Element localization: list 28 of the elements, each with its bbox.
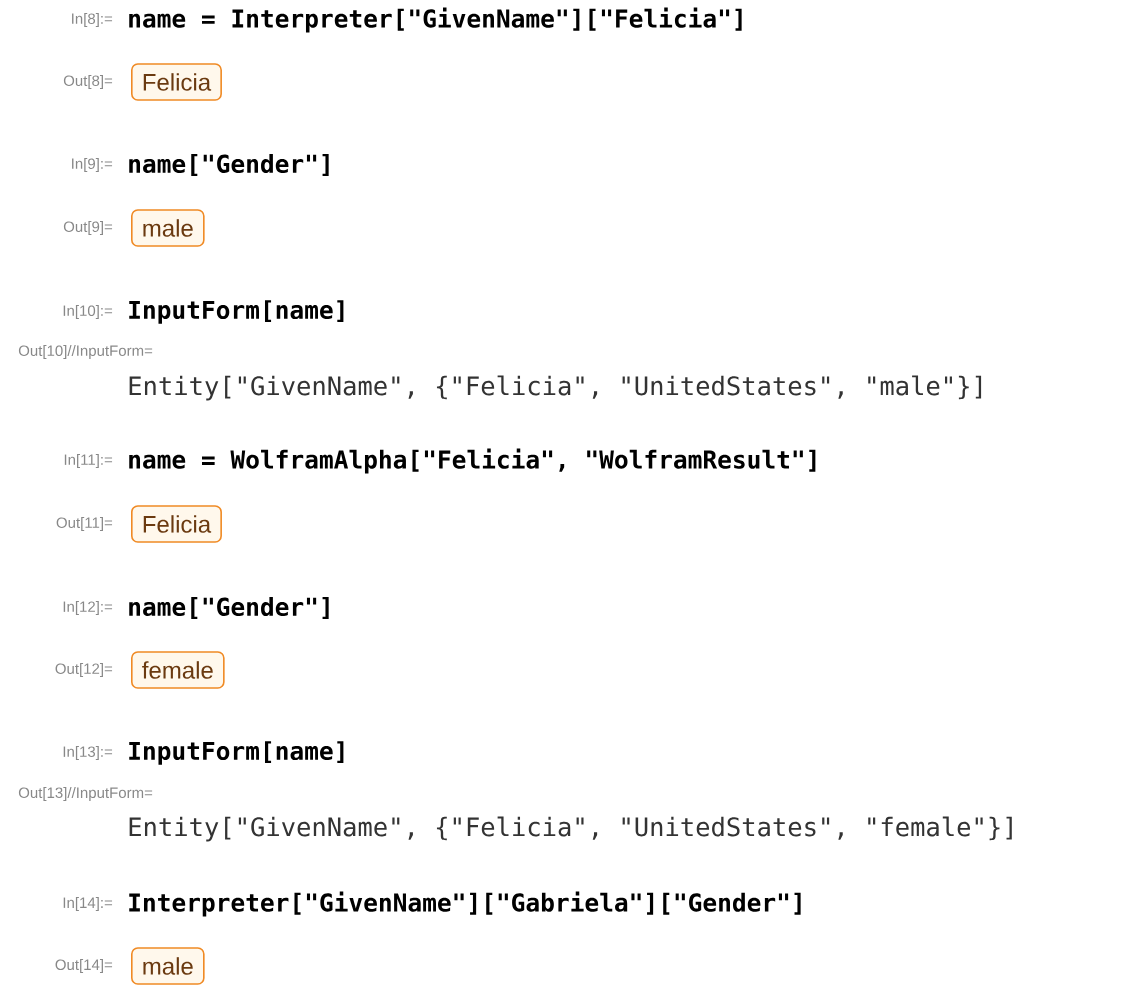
cell-label: In[14]:= xyxy=(63,897,113,911)
cell-label: In[11]:= xyxy=(64,454,113,468)
cell-label: Out[14]= xyxy=(55,959,113,973)
cell-label: In[9]:= xyxy=(72,158,113,172)
output-box: male xyxy=(131,209,205,247)
cell-label: In[13]:= xyxy=(63,746,113,760)
input-code: InputForm[name] xyxy=(129,300,344,324)
input-code: name["Gender"] xyxy=(129,154,329,176)
output-box: Felicia xyxy=(131,505,222,543)
input-code: Interpreter["GivenName"]["Gabriela"]["Gender"] xyxy=(129,891,801,917)
cell-label: Out[12]= xyxy=(55,663,113,677)
output-code: Entity["GivenName", {"Felicia", "UnitedStates", "female"}] xyxy=(129,816,1012,842)
output-box: Felicia xyxy=(131,63,222,101)
output-code: Entity["GivenName", {"Felicia", "UnitedStates", "male"}] xyxy=(129,375,982,401)
cell-label: Out[13]//InputForm= xyxy=(18,787,153,801)
input-code: InputForm[name] xyxy=(129,741,344,765)
cell-label: Out[10]//InputForm= xyxy=(18,345,153,359)
cell-label: In[8]:= xyxy=(72,13,113,27)
cell-label: Out[11]= xyxy=(56,517,113,531)
input-code: name = Interpreter["GivenName"]["Felicia"] xyxy=(129,7,742,33)
input-code: name["Gender"] xyxy=(129,597,329,619)
output-box: male xyxy=(131,947,205,985)
cell-label: In[12]:= xyxy=(63,601,113,615)
output-box: female xyxy=(131,651,225,689)
cell-label: In[10]:= xyxy=(63,305,113,319)
cell-label: Out[9]= xyxy=(63,221,113,235)
cell-label: Out[8]= xyxy=(63,75,113,89)
input-code: name = WolframAlpha["Felicia", "WolframResult"] xyxy=(129,448,816,474)
